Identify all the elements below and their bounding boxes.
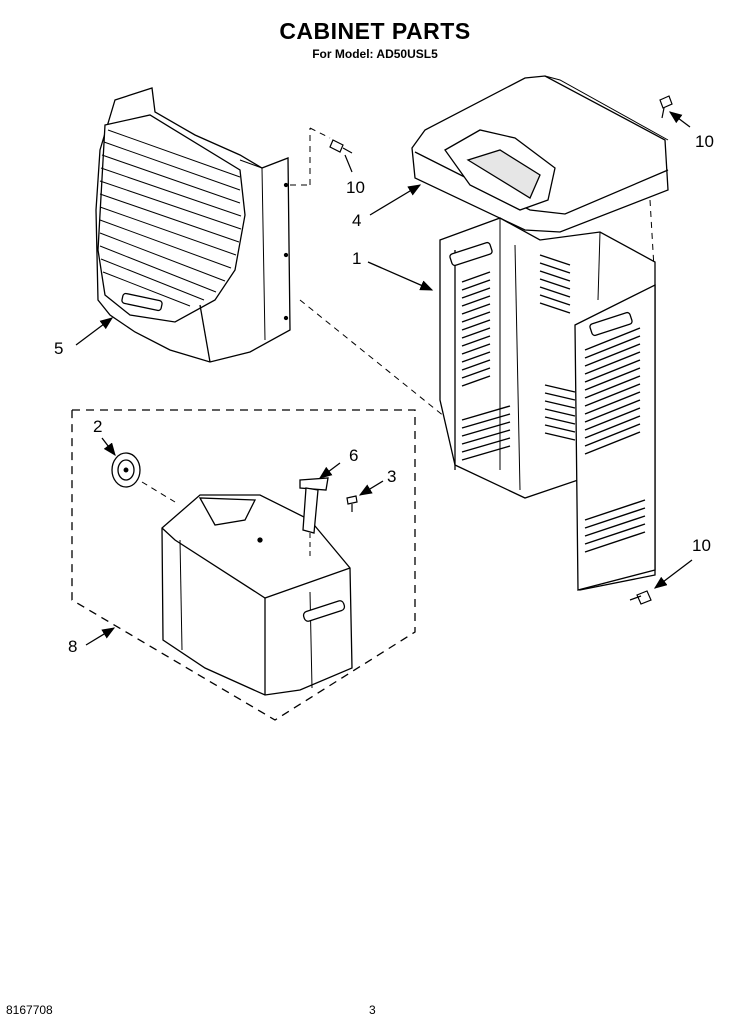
callout-2: 2 xyxy=(93,417,102,436)
front-grille-panel xyxy=(95,87,291,363)
callout-1: 1 xyxy=(352,249,361,268)
water-bucket xyxy=(161,494,353,696)
screw-upper-left xyxy=(329,139,353,154)
callout-6: 6 xyxy=(349,446,358,465)
screw-lower-right xyxy=(629,590,652,605)
callout-3: 3 xyxy=(387,467,396,486)
cabinet-vent-slots xyxy=(461,254,646,553)
callout-5: 5 xyxy=(54,339,63,358)
screw-top-right xyxy=(659,95,673,119)
callout-10-upper-left: 10 xyxy=(346,178,365,197)
top-cover xyxy=(411,75,669,233)
float-rod xyxy=(299,477,329,534)
callout-4: 4 xyxy=(352,211,361,230)
page-title: CABINET PARTS xyxy=(279,18,471,44)
callout-8: 8 xyxy=(68,637,77,656)
level-indicator xyxy=(111,452,141,488)
model-subtitle: For Model: AD50USL5 xyxy=(312,47,438,61)
small-screw xyxy=(346,495,358,512)
page-number: 3 xyxy=(369,1003,376,1017)
bucket-assembly-outline xyxy=(71,409,416,721)
callout-10-top: 10 xyxy=(695,132,714,151)
callout-10-lower-right: 10 xyxy=(692,536,711,555)
document-number: 8167708 xyxy=(6,1003,53,1017)
